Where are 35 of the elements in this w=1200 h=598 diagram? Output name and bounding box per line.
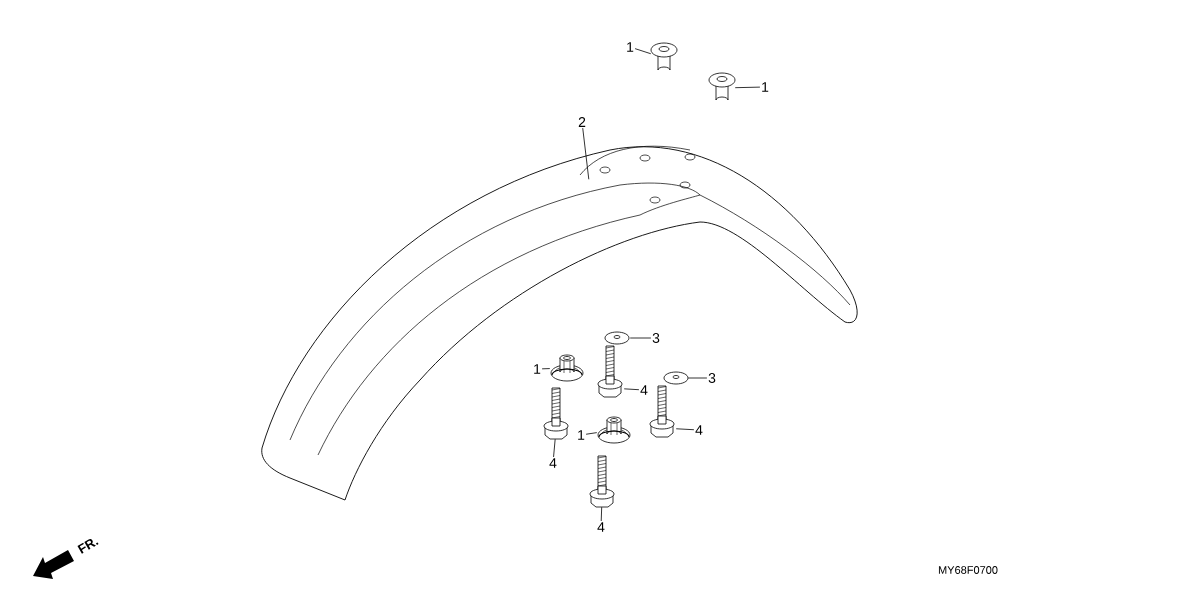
direction-label: FR. <box>77 539 99 554</box>
leader-line <box>634 48 652 55</box>
leader-line <box>734 86 761 89</box>
callout-number: 1 <box>578 430 585 440</box>
leader-line <box>600 506 603 522</box>
leader-line <box>629 337 652 339</box>
callout-number: 4 <box>597 522 605 532</box>
leader-line <box>687 377 708 379</box>
leader-line <box>623 388 640 391</box>
grommet-drawing <box>550 354 584 382</box>
leader-line <box>553 438 556 458</box>
callout-number: 1 <box>762 82 769 92</box>
bolt-drawing <box>589 455 615 508</box>
callout-number: 2 <box>578 117 586 127</box>
washer-drawing <box>663 371 689 385</box>
callout-number: 4 <box>549 458 557 468</box>
drawing-code: MY68F0700 <box>938 566 998 574</box>
washer-drawing <box>604 331 630 345</box>
grommet-drawing <box>597 416 631 444</box>
leader-line <box>675 428 695 431</box>
bolt-drawing <box>597 345 623 398</box>
callout-number: 3 <box>652 333 660 343</box>
bolt-drawing <box>649 385 675 438</box>
leader-line <box>582 127 590 180</box>
leader-line <box>541 368 551 370</box>
callout-number: 3 <box>708 373 716 383</box>
callout-number: 4 <box>640 385 648 395</box>
leader-line <box>585 432 598 435</box>
screw-drawing <box>650 42 678 71</box>
screw-drawing <box>708 72 736 101</box>
callout-number: 1 <box>534 364 541 374</box>
callout-number: 4 <box>695 425 703 435</box>
callout-number: 1 <box>627 42 634 52</box>
fender-drawing <box>261 145 858 501</box>
bolt-drawing <box>543 387 569 440</box>
